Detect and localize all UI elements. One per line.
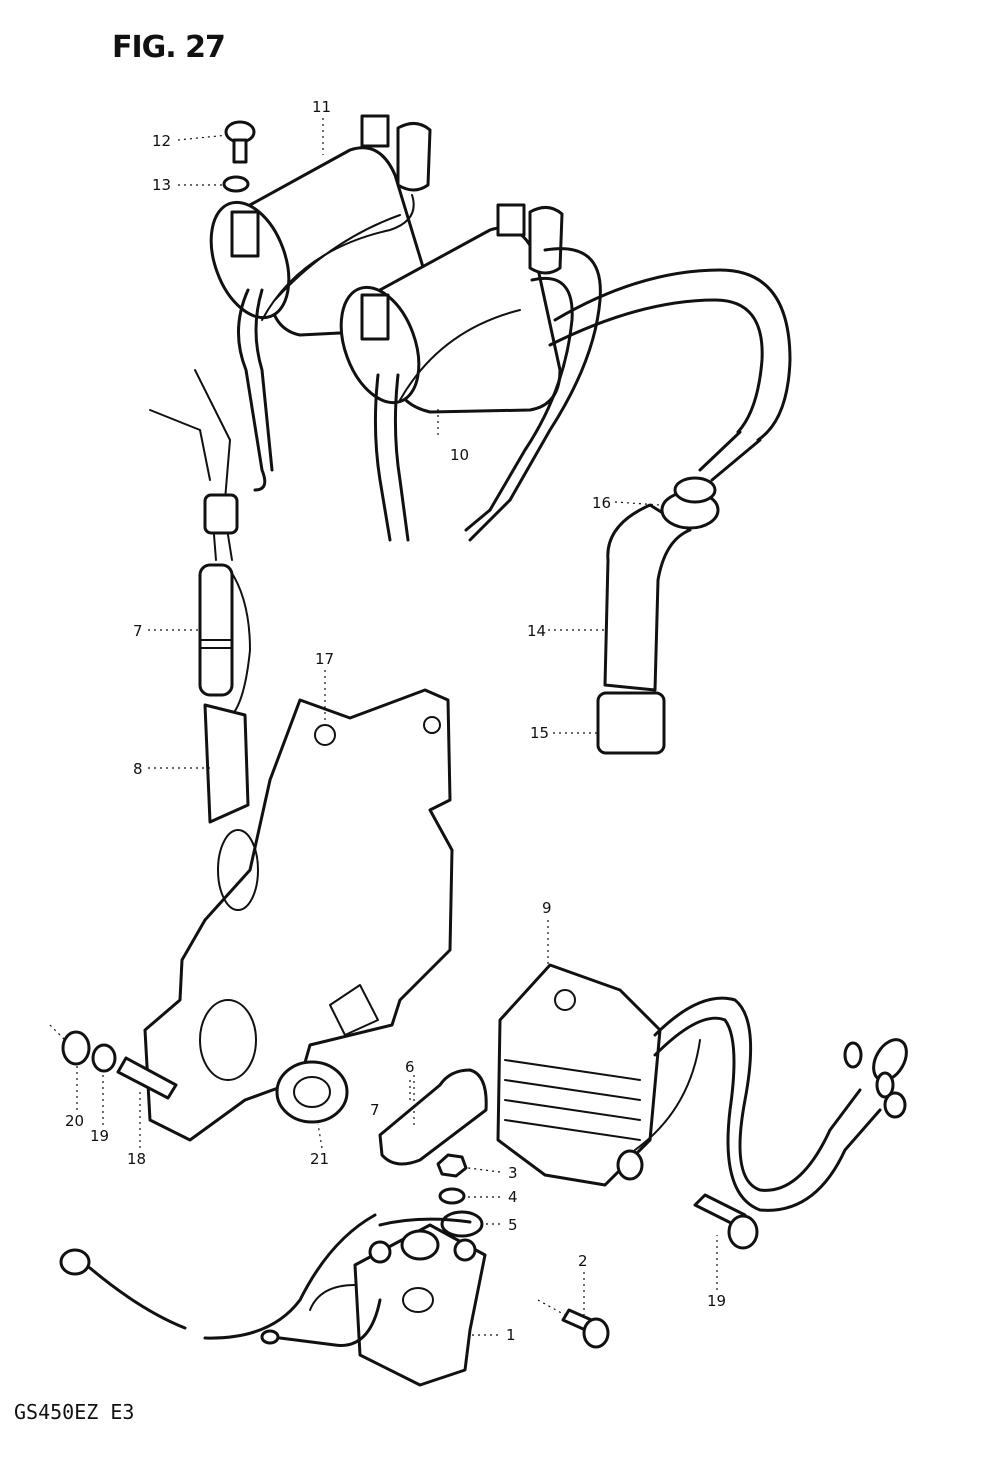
- plug-wire: [464, 247, 792, 542]
- callout-19: 18: [127, 1150, 146, 1168]
- callout-11: 10: [450, 446, 469, 464]
- callout-22: 21: [310, 1150, 329, 1168]
- condenser-7: [149, 369, 251, 716]
- callout-2: 2: [578, 1252, 588, 1270]
- washer-21: [61, 1030, 91, 1066]
- callout-16: 15: [530, 724, 549, 742]
- callout-12: 11: [312, 98, 331, 116]
- washer-14: [222, 175, 250, 193]
- nut-3: [436, 1153, 468, 1178]
- callout-6: 6: [405, 1058, 415, 1076]
- callout-4: 4: [508, 1188, 518, 1206]
- washer-20: [91, 1043, 117, 1073]
- callout-15: 14: [527, 622, 546, 640]
- terminal-boot-6: [378, 1068, 488, 1166]
- spark-plug-cap-15: [596, 476, 720, 755]
- bolt-19: [116, 1056, 178, 1100]
- callout-21: 20: [65, 1112, 84, 1130]
- callout-20: 19: [90, 1127, 109, 1145]
- callout-14: 13: [152, 176, 171, 194]
- callout-7-boot: 7: [370, 1101, 380, 1119]
- figure-title: FIG. 27: [112, 30, 226, 65]
- callout-17: 16: [592, 494, 611, 512]
- callout-5: 5: [508, 1216, 518, 1234]
- callout-13: 12: [152, 132, 171, 150]
- callout-18: 17: [315, 650, 334, 668]
- callout-10: 19: [707, 1292, 726, 1310]
- leader-lines: [49, 118, 718, 1336]
- grommet-22: [275, 1060, 349, 1124]
- starter-relay-1: [59, 1213, 487, 1387]
- condenser-bracket-8: [203, 703, 250, 824]
- regulator-rectifier-9: [496, 963, 908, 1212]
- washer-5: [440, 1210, 484, 1238]
- callout-3: 3: [508, 1164, 518, 1182]
- washer-4: [438, 1187, 466, 1205]
- callout-1: 1: [506, 1326, 516, 1344]
- callout-7-condenser: 7: [133, 622, 143, 640]
- bolt-13: [224, 120, 256, 164]
- callout-numbers: 12 13 11 10 16 14 15 7 8 17 9 6 7 3 4 5 …: [65, 98, 726, 1344]
- model-code: GS450EZ E3: [14, 1400, 135, 1424]
- ignition-coil-12: [209, 114, 432, 492]
- ignition-coil-11: [339, 203, 564, 542]
- callout-9: 9: [542, 899, 552, 917]
- callout-8: 8: [133, 760, 143, 778]
